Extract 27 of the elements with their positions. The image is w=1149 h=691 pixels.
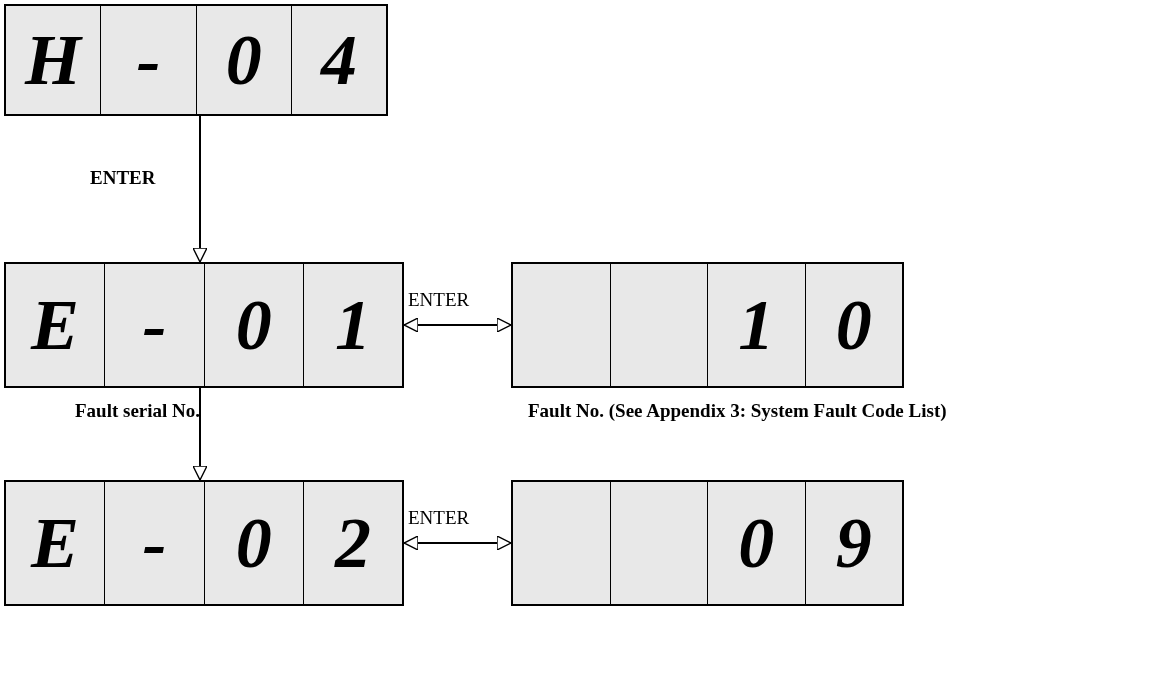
arrow (192, 387, 208, 481)
display-panel (511, 480, 904, 606)
display-digit: 0 (203, 482, 303, 604)
display-digit: 1 (707, 264, 805, 386)
display-panel (511, 262, 904, 388)
display-digit: 4 (290, 6, 386, 114)
display-digit: 0 (804, 264, 902, 386)
display-digit: E (6, 482, 105, 604)
arrow (403, 317, 512, 333)
display-digit: - (104, 264, 204, 386)
display-panel (4, 480, 404, 606)
display-panel (4, 262, 404, 388)
display-digit: 1 (302, 264, 402, 386)
display-digit: 0 (203, 264, 303, 386)
display-digit: 0 (195, 6, 291, 114)
display-digit: 2 (302, 482, 402, 604)
display-digit: H (6, 6, 101, 114)
caption-text: Fault serial No. (75, 400, 201, 422)
display-digit: 0 (707, 482, 805, 604)
caption-text: Fault No. (See Appendix 3: System Fault Code List) (528, 400, 947, 422)
arrow (403, 535, 512, 551)
display-digit: E (6, 264, 105, 386)
arrow (192, 115, 208, 263)
display-digit: - (104, 482, 204, 604)
display-digit: 9 (804, 482, 902, 604)
display-panel (4, 4, 388, 116)
display-digit: - (100, 6, 196, 114)
